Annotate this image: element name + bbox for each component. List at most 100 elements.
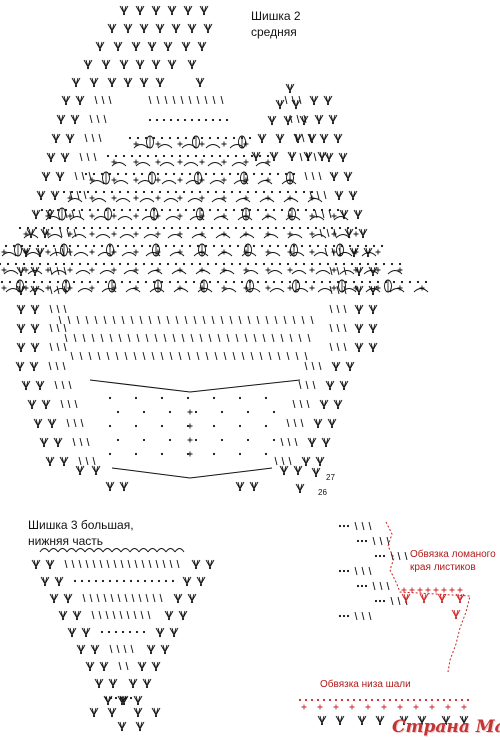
chain-stitch-icon xyxy=(116,438,120,442)
chain-stitch-icon xyxy=(121,630,125,634)
double-crochet-icon xyxy=(277,351,281,361)
double-crochet-icon xyxy=(304,361,308,371)
chain-stitch-icon xyxy=(114,226,118,230)
chain-stitch-icon xyxy=(119,696,123,700)
chain-stitch-icon xyxy=(124,696,128,700)
chain-stitch-icon xyxy=(98,226,102,230)
bottom-edging-title: Обвязка низа шали xyxy=(320,679,411,690)
watermark-logo: Страна Мам xyxy=(392,717,500,737)
single-crochet-icon xyxy=(265,285,271,291)
chain-stitch-icon xyxy=(260,244,264,248)
chain-stitch-icon xyxy=(268,244,272,248)
fan-stitch-icon xyxy=(89,77,99,88)
chain-stitch-icon xyxy=(302,190,306,194)
chain-arch-icon xyxy=(93,548,104,553)
chain-stitch-icon xyxy=(230,190,234,194)
double-crochet-icon xyxy=(303,114,307,124)
chain-stitch-icon xyxy=(116,244,120,248)
chain-stitch-icon xyxy=(352,698,356,702)
single-crochet-icon xyxy=(417,587,423,593)
chain-stitch-icon xyxy=(284,172,288,176)
fan-stitch-icon xyxy=(51,133,61,144)
chain-stitch-icon xyxy=(306,226,310,230)
single-crochet-icon xyxy=(221,159,227,165)
chain-stitch-icon xyxy=(56,208,60,212)
chain-stitch-icon xyxy=(316,698,320,702)
double-crochet-icon xyxy=(307,333,311,343)
double-crochet-icon xyxy=(125,661,129,671)
double-crochet-icon xyxy=(85,559,89,569)
fan-stitch-icon xyxy=(368,304,378,315)
double-crochet-icon xyxy=(163,333,167,343)
chain-stitch-icon xyxy=(142,410,146,414)
chain-stitch-icon xyxy=(148,244,152,248)
fan-stitch-icon xyxy=(235,481,245,492)
fan-stitch-icon xyxy=(61,95,71,106)
chain-stitch-icon xyxy=(26,226,30,230)
double-crochet-icon xyxy=(281,456,285,466)
fan-stitch-icon xyxy=(31,209,41,220)
fan-stitch-icon xyxy=(401,593,411,604)
chain-stitch-icon xyxy=(324,244,328,248)
chain-stitch-icon xyxy=(160,208,164,212)
chain-stitch-icon xyxy=(238,262,242,266)
chain-arch-icon xyxy=(67,198,83,203)
chain-stitch-icon xyxy=(278,190,282,194)
single-crochet-icon xyxy=(221,141,227,147)
chain-stitch-icon xyxy=(346,698,350,702)
double-crochet-icon xyxy=(379,581,383,591)
chain-stitch-icon xyxy=(190,262,194,266)
double-crochet-icon xyxy=(113,559,117,569)
fan-stitch-icon xyxy=(53,437,63,448)
chain-stitch-icon xyxy=(126,262,130,266)
double-crochet-icon xyxy=(106,559,110,569)
double-crochet-icon xyxy=(98,610,102,620)
fan-stitch-icon xyxy=(107,77,117,88)
fan-stitch-icon xyxy=(146,644,156,655)
fan-stitch-icon xyxy=(331,361,341,372)
single-crochet-icon xyxy=(309,285,315,291)
single-crochet-icon xyxy=(409,587,415,593)
single-crochet-icon xyxy=(187,423,193,429)
chain-stitch-icon xyxy=(115,579,119,583)
fan-stitch-icon xyxy=(307,437,317,448)
chain-arch-icon xyxy=(269,288,285,293)
chain-stitch-icon xyxy=(328,280,332,284)
double-crochet-icon xyxy=(250,351,254,361)
chain-stitch-icon xyxy=(198,262,202,266)
chain-arch-icon xyxy=(23,234,39,239)
fan-stitch-icon xyxy=(123,23,133,34)
fan-stitch-icon xyxy=(368,323,378,334)
chain-stitch-icon xyxy=(96,208,100,212)
chain-stitch-icon xyxy=(382,599,386,603)
chain-stitch-icon xyxy=(314,226,318,230)
double-crochet-icon xyxy=(241,351,245,361)
chain-stitch-icon xyxy=(114,696,118,700)
double-crochet-icon xyxy=(160,351,164,361)
double-crochet-icon xyxy=(140,610,144,620)
chain-stitch-icon xyxy=(176,136,180,140)
fan-stitch-icon xyxy=(459,715,469,726)
double-crochet-icon xyxy=(130,315,134,325)
chain-stitch-icon xyxy=(226,154,230,158)
chain-stitch-icon xyxy=(78,262,82,266)
chain-stitch-icon xyxy=(96,280,100,284)
chain-arch-icon xyxy=(257,180,273,185)
double-crochet-icon xyxy=(318,171,322,181)
fan-stitch-icon xyxy=(375,715,385,726)
chain-stitch-icon xyxy=(376,280,380,284)
chain-arch-icon xyxy=(47,234,63,239)
double-crochet-icon xyxy=(313,152,317,162)
chain-stitch-icon xyxy=(278,262,282,266)
double-crochet-icon xyxy=(306,152,310,162)
double-crochet-icon xyxy=(67,315,71,325)
chain-arch-icon xyxy=(69,216,85,221)
double-crochet-icon xyxy=(196,95,200,105)
chain-stitch-icon xyxy=(412,698,416,702)
double-crochet-icon xyxy=(328,209,332,219)
single-crochet-icon xyxy=(265,249,271,255)
chain-stitch-icon xyxy=(216,136,220,140)
double-crochet-icon xyxy=(49,342,53,352)
chain-stitch-icon xyxy=(246,410,250,414)
chain-stitch-icon xyxy=(232,208,236,212)
